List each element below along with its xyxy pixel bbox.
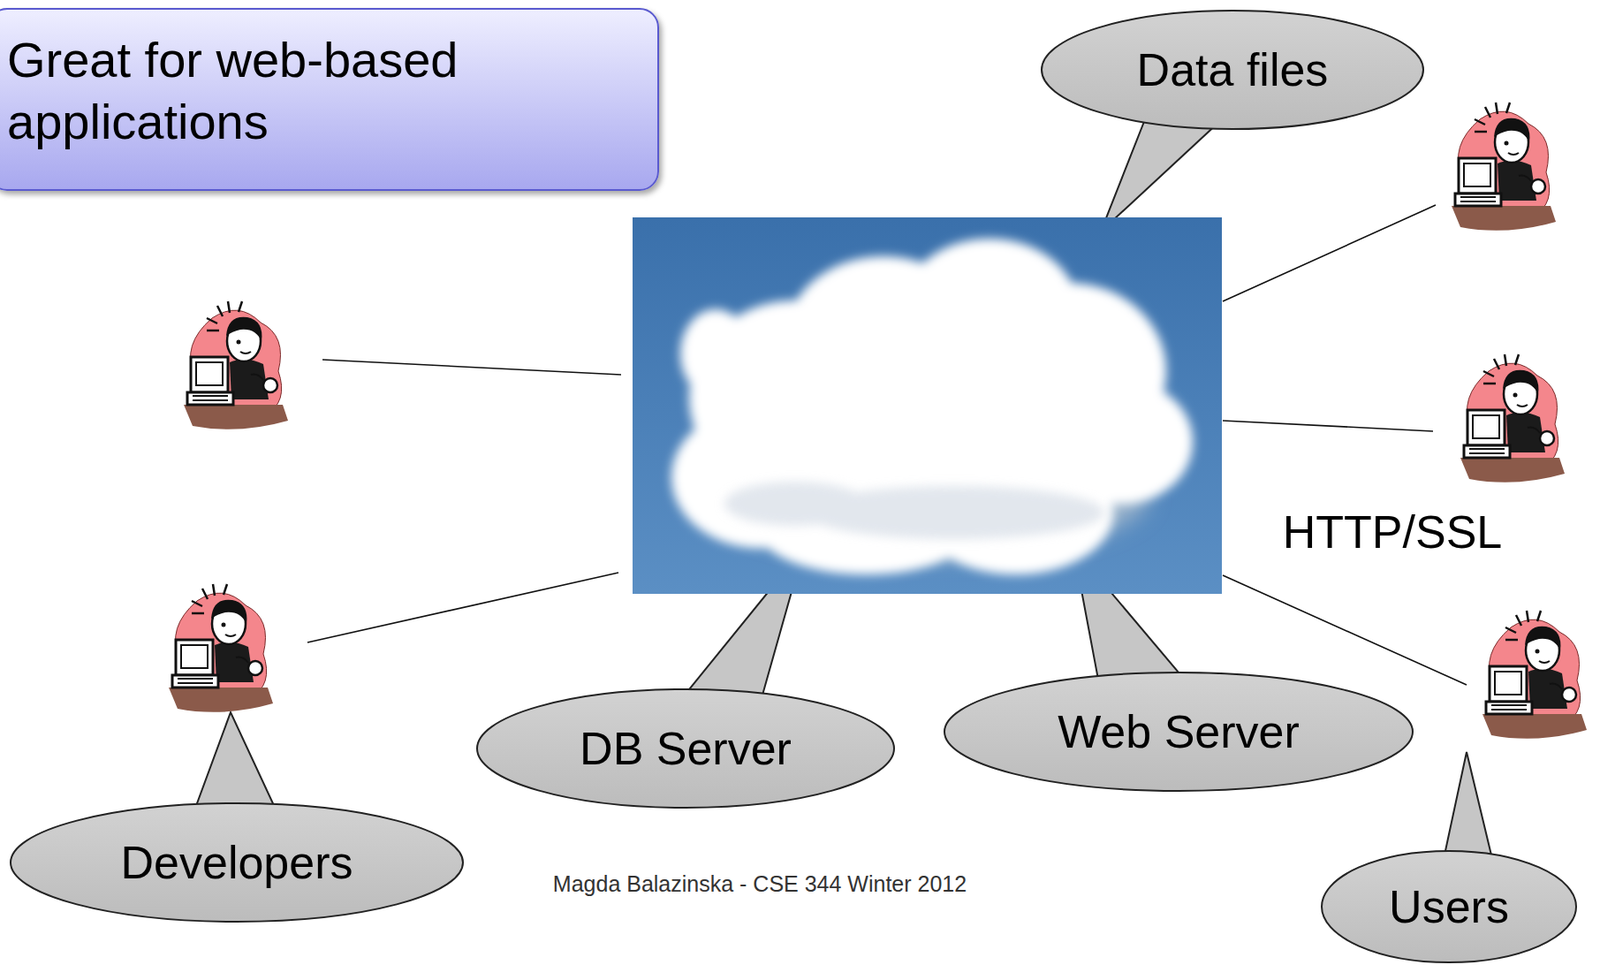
- person-icons: [168, 102, 1587, 739]
- callout-text: Developers: [120, 834, 353, 892]
- cloud-photo: [632, 217, 1222, 594]
- callout-pointer: [1443, 751, 1494, 863]
- callout-bubble: DB Server: [476, 688, 895, 809]
- wire: [307, 572, 619, 643]
- callout-bubble: Users: [1320, 849, 1578, 964]
- callout-bubble: Developers: [9, 802, 464, 923]
- protocol-label: HTTP/SSL: [1282, 505, 1503, 559]
- bubble-shape: [1321, 850, 1577, 963]
- person-icon: [1482, 610, 1587, 739]
- wire: [1222, 575, 1467, 685]
- wire: [1222, 420, 1434, 432]
- bubble-shape: [10, 803, 463, 922]
- highlight-box: Great for web-based applications: [0, 7, 660, 191]
- person-icon: [1460, 354, 1565, 483]
- highlight-text: Great for web-based applications: [7, 29, 640, 153]
- callout-text: Web Server: [1057, 703, 1300, 761]
- callout-pointers: [193, 114, 1494, 863]
- person-icon: [168, 583, 273, 713]
- callout-bubble: Data files: [1040, 9, 1425, 130]
- person-icon: [1451, 102, 1556, 231]
- callout-pointer: [193, 712, 278, 813]
- wire: [1222, 204, 1436, 302]
- footer-credit: Magda Balazinska - CSE 344 Winter 2012: [553, 871, 967, 897]
- bubble-shape: [477, 689, 895, 808]
- person-icon: [183, 301, 289, 430]
- callout-pointer: [1100, 114, 1221, 232]
- wire: [322, 359, 622, 375]
- callout-text: DB Server: [579, 720, 792, 778]
- sky: [632, 217, 1222, 594]
- bubble-shape: [1041, 10, 1424, 129]
- callout-text: Users: [1388, 878, 1510, 936]
- cloud-shade: [724, 481, 1105, 539]
- wires: [307, 204, 1467, 685]
- callout-text: Data files: [1137, 41, 1329, 99]
- callout-bubble: Web Server: [943, 671, 1414, 792]
- bubble-shape: [944, 672, 1413, 791]
- cloud: [671, 238, 1193, 575]
